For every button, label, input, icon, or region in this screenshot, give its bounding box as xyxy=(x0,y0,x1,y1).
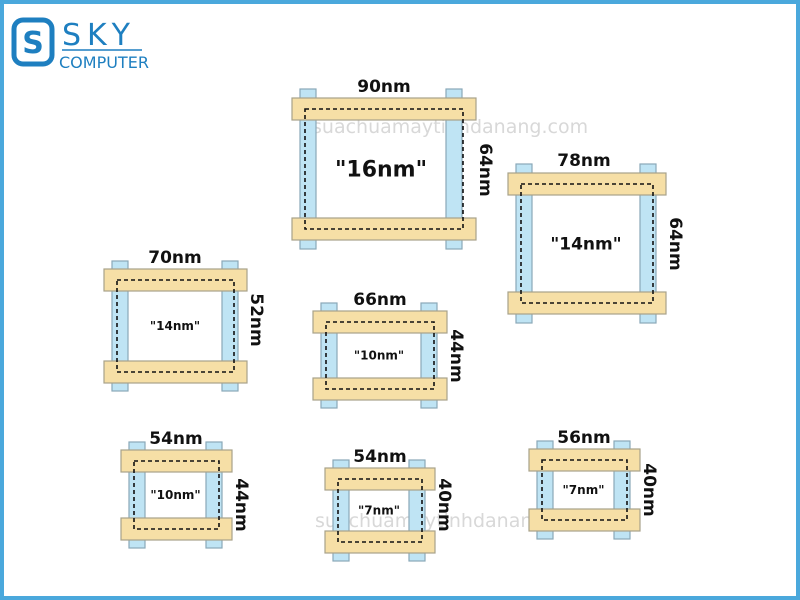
watermark-bottom: suachuamaytinhdanang.com xyxy=(315,510,591,532)
cell-boundary-dashed xyxy=(520,183,654,304)
height-label: 40nm xyxy=(434,478,454,531)
width-label: 54nm xyxy=(353,447,406,467)
sram-cell: "10nm" 54nm 44nm xyxy=(120,429,251,549)
gate-bottom xyxy=(312,377,448,401)
cells-group: "16nm" 90nm 64nm "14nm" 78nm 64nm "14nm" 70nm 52… xyxy=(103,77,685,562)
cell-boundary-dashed xyxy=(541,459,628,521)
width-label: 56nm xyxy=(557,428,610,448)
gate-top xyxy=(312,310,448,334)
sram-cell: "10nm" 66nm 44nm xyxy=(312,290,466,409)
fin-left xyxy=(299,88,317,250)
logo-s-frame xyxy=(11,17,55,67)
fin-right xyxy=(639,163,657,324)
sram-cell: "14nm" 70nm 52nm xyxy=(103,248,266,392)
logo-subtitle: COMPUTER xyxy=(59,53,149,72)
width-label: 54nm xyxy=(149,429,202,449)
height-label: 44nm xyxy=(446,329,466,382)
cell-boundary-dashed xyxy=(337,478,423,543)
cell-boundary-dashed xyxy=(304,108,464,230)
sram-cell: "7nm" 56nm 40nm xyxy=(528,428,659,540)
node-label: "10nm" xyxy=(150,488,200,502)
cell-boundary-dashed xyxy=(116,279,235,373)
node-label: "7nm" xyxy=(358,504,400,518)
height-label: 64nm xyxy=(665,217,685,270)
sram-cell: "7nm" 54nm 40nm xyxy=(324,447,454,562)
fin-right xyxy=(221,260,239,392)
node-label: "14nm" xyxy=(550,234,621,254)
gate-bottom xyxy=(120,517,233,541)
cell-boundary-dashed xyxy=(133,460,220,530)
gate-bottom xyxy=(528,508,641,532)
sram-cell: "14nm" 78nm 64nm xyxy=(507,151,685,324)
fin-right xyxy=(445,88,463,250)
height-label: 52nm xyxy=(246,293,266,346)
sky-computer-logo: S SKY COMPUTER xyxy=(11,17,149,72)
fin-left xyxy=(111,260,129,392)
sram-cell: "16nm" 90nm 64nm xyxy=(291,77,495,250)
width-label: 90nm xyxy=(357,77,410,97)
node-label: "16nm" xyxy=(335,158,427,183)
cell-boundary-dashed xyxy=(325,321,435,390)
logo-name: SKY xyxy=(62,18,136,53)
fin-left xyxy=(515,163,533,324)
node-label: "7nm" xyxy=(563,483,605,497)
width-label: 70nm xyxy=(148,248,201,268)
logo-s-glyph: S xyxy=(22,26,44,61)
width-label: 78nm xyxy=(557,151,610,171)
node-label: "10nm" xyxy=(354,349,404,363)
width-label: 66nm xyxy=(353,290,406,310)
node-label: "14nm" xyxy=(150,319,200,333)
height-label: 44nm xyxy=(231,478,251,531)
height-label: 64nm xyxy=(475,143,495,196)
height-label: 40nm xyxy=(639,463,659,516)
